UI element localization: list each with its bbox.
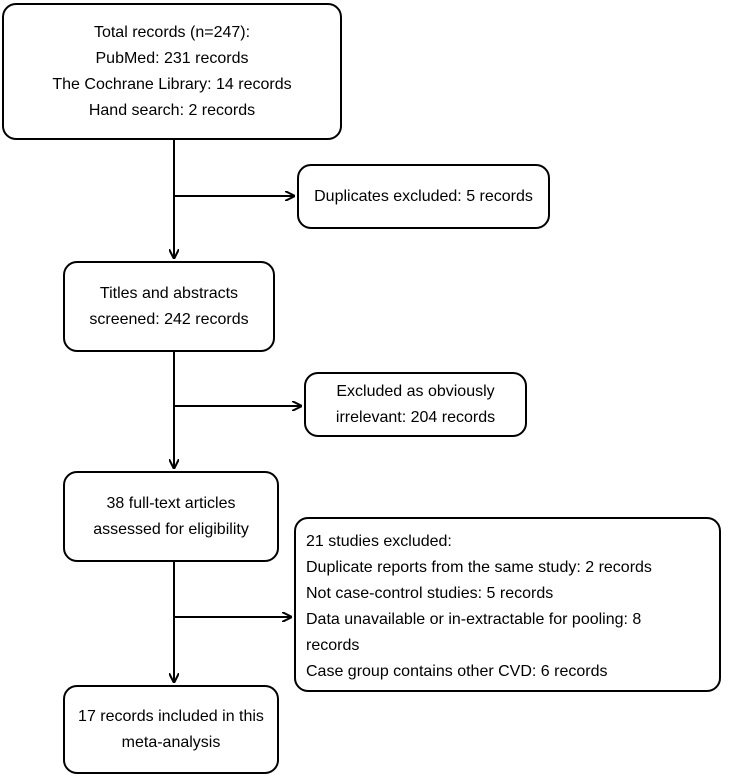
excluded-reason-data-unavailable: Data unavailable or in-extractable for p… — [306, 611, 642, 628]
irrelevant-line-1: Excluded as obviously — [336, 382, 495, 400]
excluded-reason-other-cvd: Case group contains other CVD: 6 records — [306, 663, 608, 680]
box-irrelevant-excluded: Excluded as obviously irrelevant: 204 re… — [304, 372, 527, 437]
hand-search-line: Hand search: 2 records — [88, 101, 256, 119]
included-line-2: meta-analysis — [121, 733, 221, 751]
box-total-records: Total records (n=247): PubMed: 231 recor… — [2, 3, 342, 140]
box-studies-excluded: 21 studies excluded: Duplicate reports f… — [294, 517, 721, 692]
duplicates-line: Duplicates excluded: 5 records — [314, 187, 533, 205]
box-titles-screened: Titles and abstracts screened: 242 recor… — [63, 261, 275, 352]
excluded-reason-duplicate: Duplicate reports from the same study: 2… — [306, 559, 652, 576]
included-line-1: 17 records included in this — [78, 707, 264, 725]
box-full-text-assessed: 38 full-text articles assessed for eligi… — [63, 471, 279, 562]
cochrane-line: The Cochrane Library: 14 records — [52, 75, 292, 93]
box-duplicates-excluded: Duplicates excluded: 5 records — [297, 164, 550, 229]
pubmed-line: PubMed: 231 records — [95, 49, 249, 67]
fulltext-line-1: 38 full-text articles — [106, 494, 236, 512]
excluded-header: 21 studies excluded: — [306, 533, 452, 550]
total-records-line: Total records (n=247): — [93, 23, 251, 41]
excluded-reason-data-unavailable-cont: records — [306, 637, 360, 654]
screened-line-1: Titles and abstracts — [99, 284, 239, 302]
fulltext-line-2: assessed for eligibility — [93, 520, 249, 538]
excluded-reason-not-case-control: Not case-control studies: 5 records — [306, 585, 554, 602]
box-records-included: 17 records included in this meta-analysi… — [63, 685, 279, 774]
screened-line-2: screened: 242 records — [89, 310, 249, 328]
irrelevant-line-2: irrelevant: 204 records — [335, 408, 496, 426]
